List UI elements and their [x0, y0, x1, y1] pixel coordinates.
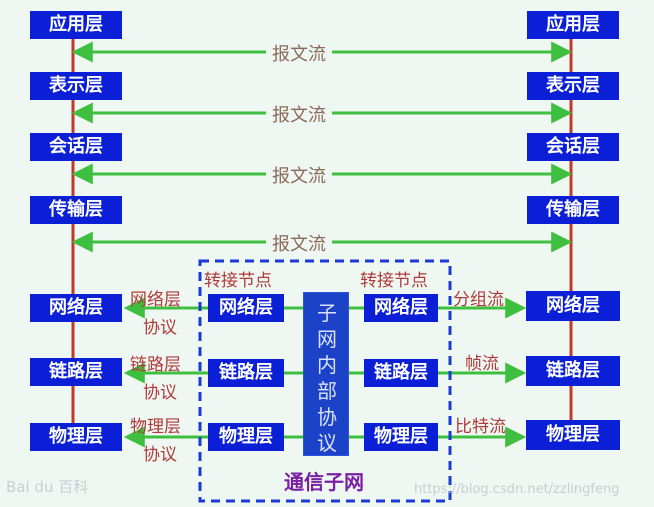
- baidu-watermark: Bai du 百科: [6, 478, 89, 496]
- link-protocol-label-line1: 链路层: [130, 355, 181, 375]
- network-protocol-label-line1: 网络层: [130, 290, 181, 310]
- flow-label-presentation: 报文流: [266, 101, 332, 127]
- right-network-layer: 网络层: [526, 291, 620, 321]
- right-transport-layer: 传输层: [527, 196, 619, 224]
- internal-protocol-char: 协: [317, 405, 337, 429]
- right-switch-node-label: 转接节点: [360, 271, 428, 291]
- flow-label-transport: 报文流: [266, 230, 332, 256]
- communication-subnet-border: [198, 259, 452, 503]
- internal-protocol-char: 网: [317, 327, 337, 351]
- flow-label-session: 报文流: [266, 162, 332, 188]
- left-transport-layer: 传输层: [30, 196, 122, 224]
- subnet-left-network-layer: 网络层: [208, 294, 284, 322]
- bit-flow-label: 比特流: [455, 417, 506, 437]
- left-physical-layer: 物理层: [30, 423, 122, 451]
- left-network-layer: 网络层: [30, 294, 122, 322]
- subnet-right-physical-layer: 物理层: [364, 423, 438, 451]
- left-switch-node-label: 转接节点: [204, 271, 272, 291]
- link-protocol-label-line2: 协议: [143, 383, 177, 403]
- url-watermark: https://blog.csdn.net/zzlingfeng: [414, 482, 620, 497]
- right-link-layer: 链路层: [526, 356, 620, 386]
- internal-protocol-char: 部: [317, 379, 337, 403]
- right-physical-layer: 物理层: [526, 420, 620, 450]
- physical-protocol-label-line2: 协议: [143, 445, 177, 465]
- subnet-left-link-layer: 链路层: [208, 359, 284, 387]
- right-session-layer: 会话层: [527, 133, 619, 161]
- left-link-layer: 链路层: [30, 358, 122, 386]
- subnet-right-network-layer: 网络层: [364, 294, 438, 322]
- flow-label-application: 报文流: [266, 40, 332, 66]
- right-presentation-layer: 表示层: [527, 72, 619, 100]
- physical-protocol-label-line1: 物理层: [130, 417, 181, 437]
- left-session-layer: 会话层: [30, 133, 122, 161]
- internal-protocol-char: 议: [317, 431, 337, 455]
- communication-subnet-title: 通信子网: [284, 470, 364, 494]
- left-presentation-layer: 表示层: [30, 72, 122, 100]
- subnet-right-link-layer: 链路层: [364, 359, 438, 387]
- right-application-layer: 应用层: [527, 11, 619, 39]
- internal-protocol-char: 子: [317, 301, 337, 325]
- left-application-layer: 应用层: [30, 11, 122, 39]
- frame-flow-label: 帧流: [465, 354, 499, 374]
- packet-flow-label: 分组流: [453, 290, 504, 310]
- internal-protocol-char: 内: [317, 353, 337, 377]
- subnet-left-physical-layer: 物理层: [208, 423, 284, 451]
- subnet-internal-protocol-column: 子 网 内 部 协 议: [303, 292, 349, 456]
- network-protocol-label-line2: 协议: [143, 318, 177, 338]
